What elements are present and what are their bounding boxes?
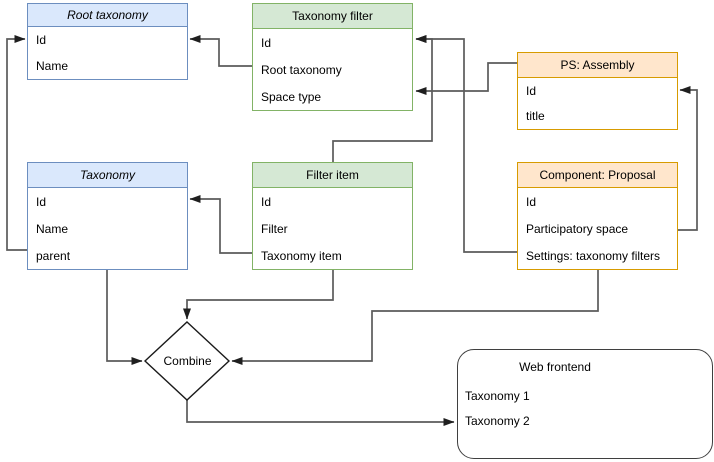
combine-diamond bbox=[143, 321, 231, 401]
entity-title: Root taxonomy bbox=[28, 4, 187, 27]
entity-title: Taxonomy bbox=[28, 163, 187, 188]
connector-component-participatory-space-to-ps-assembly-id bbox=[677, 86, 698, 231]
connector-taxonomy-filter-root-taxonomy-to-root-taxonomy-id bbox=[189, 35, 252, 67]
entity-field: Root taxonomy bbox=[261, 62, 342, 77]
entity-field: Id bbox=[261, 194, 272, 209]
entity-title: Filter item bbox=[253, 163, 412, 188]
connector-component-proposal-to-combine bbox=[231, 270, 599, 365]
connector-ps-assembly-to-taxonomy-filter-space-type bbox=[415, 62, 517, 95]
connector-taxonomy-parent-to-root-taxonomy-id bbox=[6, 35, 27, 251]
combine-label: Combine bbox=[163, 354, 212, 368]
entity-title: Taxonomy filter bbox=[253, 4, 412, 29]
entity-field: Id bbox=[36, 33, 47, 47]
entity-field: Id bbox=[36, 194, 47, 209]
connector-filter-item-taxonomy-item-to-taxonomy-id bbox=[189, 195, 252, 254]
entity-filter-item: Filter item Id Filter Taxonomy item bbox=[252, 162, 413, 270]
connector-combine-to-web-frontend bbox=[186, 400, 455, 426]
entity-field: Id bbox=[526, 83, 537, 98]
connector-component-settings-to-taxonomy-filter-id bbox=[415, 35, 517, 253]
entity-field: Space type bbox=[261, 89, 322, 104]
entity-field: parent bbox=[36, 248, 71, 263]
entity-field: Settings: taxonomy filters bbox=[526, 248, 661, 263]
entity-title: Component: Proposal bbox=[518, 163, 677, 188]
entity-ps-assembly: PS: Assembly Id title bbox=[517, 52, 678, 130]
entity-field: Participatory space bbox=[526, 221, 629, 236]
connector-taxonomy-to-combine bbox=[106, 270, 143, 365]
web-frontend-box: Web frontend Taxonomy 1 Taxonomy 2 bbox=[457, 349, 713, 459]
entity-field: Name bbox=[36, 59, 69, 73]
entity-component-proposal: Component: Proposal Id Participatory spa… bbox=[517, 162, 678, 270]
entity-field: Id bbox=[526, 194, 537, 209]
entity-field: Filter bbox=[261, 221, 288, 236]
entity-taxonomy: Taxonomy Id Name parent bbox=[27, 162, 188, 270]
entity-field: Id bbox=[261, 35, 272, 50]
entity-field: Name bbox=[36, 221, 69, 236]
web-frontend-title: Web frontend bbox=[519, 360, 591, 374]
entity-field: title bbox=[526, 109, 545, 124]
entity-field: Taxonomy item bbox=[261, 248, 342, 263]
web-frontend-item: Taxonomy 2 bbox=[465, 414, 530, 428]
entity-root-taxonomy: Root taxonomy Id Name bbox=[27, 3, 188, 80]
entity-taxonomy-filter: Taxonomy filter Id Root taxonomy Space t… bbox=[252, 3, 413, 111]
web-frontend-item: Taxonomy 1 bbox=[465, 389, 530, 403]
entity-title: PS: Assembly bbox=[518, 53, 677, 78]
connector-filter-item-to-combine bbox=[183, 270, 334, 320]
